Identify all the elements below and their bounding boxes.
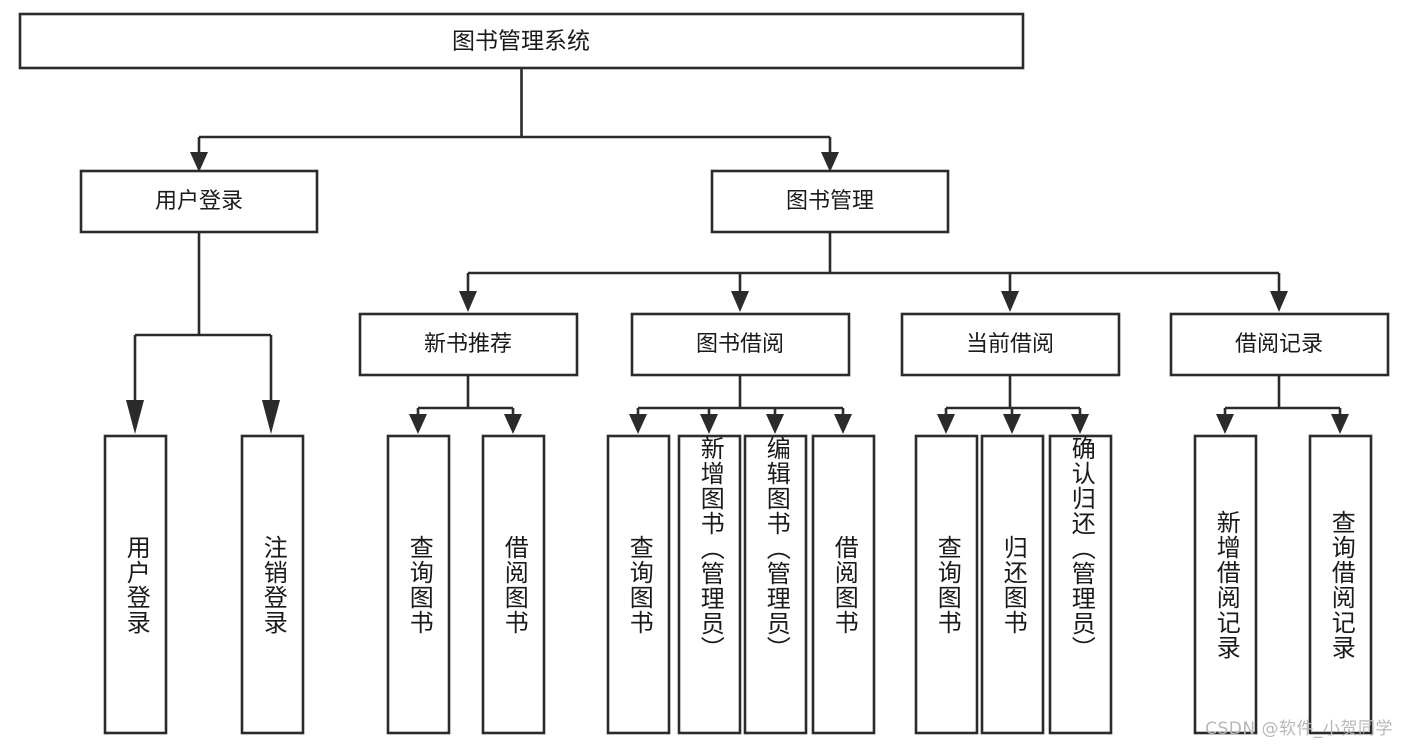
connector-borrow-record-to-leaves — [1223, 375, 1342, 418]
arrow-to-leaf-confirm-return — [1071, 414, 1089, 434]
node-user-login-box[interactable] — [79, 169, 319, 234]
arrow-to-leaf-user-login — [126, 400, 144, 434]
leaf-box-add-record[interactable] — [1193, 434, 1258, 735]
node-current-borrow[interactable]: 当前借阅 — [900, 312, 1121, 377]
leaf-box-return-book[interactable] — [980, 434, 1045, 735]
arrow-to-leaf-return-book — [1003, 414, 1021, 434]
leaf-box-borrow-book-2[interactable] — [811, 434, 876, 735]
connector-root-to-level2 — [197, 68, 832, 157]
arrow-to-borrow-record — [1270, 291, 1288, 312]
connector-layer — [126, 68, 1349, 434]
node-book-manage[interactable]: 图书管理 — [710, 169, 950, 234]
leaf-box-query-book-2[interactable] — [606, 434, 671, 735]
node-user-login[interactable]: 用户登录 — [79, 169, 319, 234]
connector-new-book-rec-to-leaves — [416, 375, 515, 418]
leaf-box-logout[interactable] — [240, 434, 305, 735]
connector-book-manage-to-level3 — [466, 232, 1281, 295]
arrow-to-user-login — [190, 152, 208, 172]
arrow-to-leaf-edit-book — [766, 414, 784, 434]
arrow-to-book-borrow — [731, 291, 749, 312]
node-new-book-rec[interactable]: 新书推荐 — [358, 312, 579, 377]
arrow-to-new-book-rec — [459, 291, 477, 312]
node-borrow-record-label: 借阅记录 — [1235, 332, 1323, 357]
leaf-box-user-login[interactable] — [103, 434, 168, 735]
leaf-box-confirm-return[interactable] — [1048, 434, 1113, 735]
node-book-borrow-box[interactable] — [630, 312, 851, 377]
node-root[interactable]: 图书管理系统 — [18, 12, 1025, 70]
connector-current-borrow-to-leaves — [944, 375, 1082, 418]
arrow-to-leaf-add-book — [700, 414, 718, 434]
arrow-to-leaf-query-book-2 — [629, 414, 647, 434]
arrow-to-leaf-logout — [262, 400, 280, 434]
node-book-borrow-label: 图书借阅 — [696, 332, 784, 357]
arrow-to-leaf-borrow-book-2 — [834, 414, 852, 434]
node-borrow-record-box[interactable] — [1169, 312, 1390, 377]
node-root-label: 图书管理系统 — [452, 29, 590, 55]
arrow-to-book-manage — [821, 152, 839, 172]
leaf-box-add-book[interactable] — [677, 434, 742, 735]
arrow-to-leaf-borrow-book-1 — [504, 414, 522, 434]
connector-book-borrow-to-leaves — [636, 375, 845, 418]
leaf-box-query-book-1[interactable] — [386, 434, 451, 735]
node-book-manage-label: 图书管理 — [786, 189, 874, 214]
node-book-manage-box[interactable] — [710, 169, 950, 234]
arrow-to-leaf-query-book-1 — [409, 414, 427, 434]
node-user-login-label: 用户登录 — [155, 189, 243, 214]
watermark: CSDN @软件_小贺同学 — [1205, 719, 1393, 739]
arrow-to-leaf-query-book-3 — [937, 414, 955, 434]
leaf-box-borrow-book-1[interactable] — [481, 434, 546, 735]
arrow-to-leaf-query-record — [1331, 414, 1349, 434]
node-current-borrow-label: 当前借阅 — [966, 332, 1054, 357]
connector-user-login-to-leaves — [133, 232, 273, 403]
node-book-borrow[interactable]: 图书借阅 — [630, 312, 851, 377]
node-new-book-rec-label: 新书推荐 — [424, 332, 512, 357]
arrow-to-current-borrow — [1001, 291, 1019, 312]
leaf-box-edit-book[interactable] — [743, 434, 808, 735]
leaf-box-layer — [103, 434, 1373, 735]
node-borrow-record[interactable]: 借阅记录 — [1169, 312, 1390, 377]
node-root-box[interactable] — [18, 12, 1025, 70]
arrow-to-leaf-add-record — [1216, 414, 1234, 434]
leaf-box-query-book-3[interactable] — [914, 434, 979, 735]
node-current-borrow-box[interactable] — [900, 312, 1121, 377]
leaf-box-query-record[interactable] — [1308, 434, 1373, 735]
node-new-book-rec-box[interactable] — [358, 312, 579, 377]
